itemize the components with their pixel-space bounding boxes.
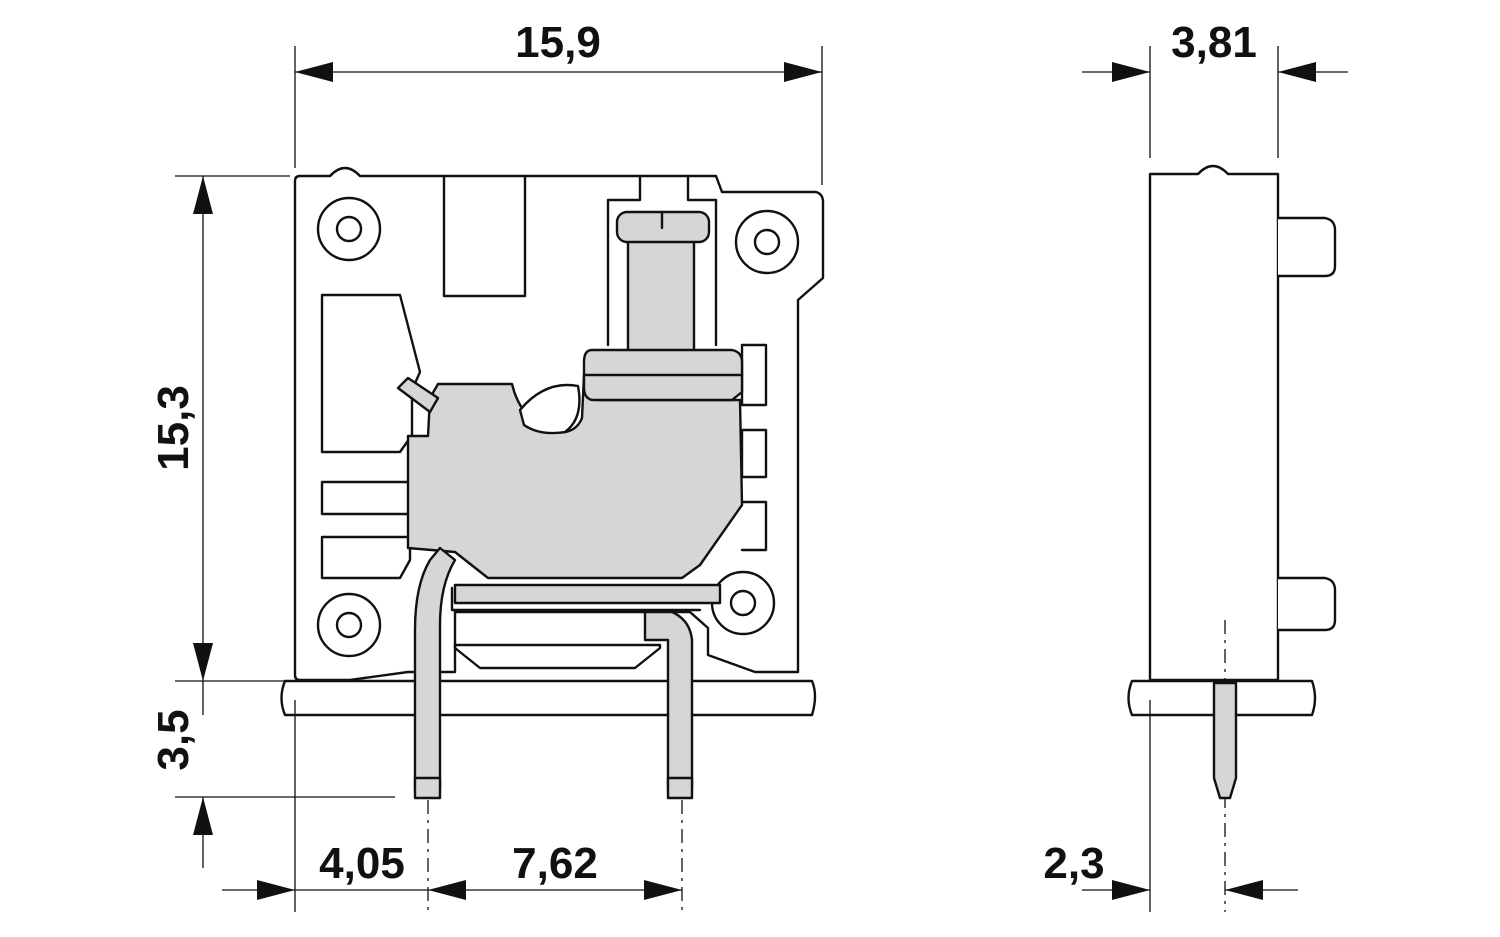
mount-hole-top-right (734, 209, 800, 275)
side-body (1148, 164, 1280, 682)
dim-pin-depth-offset: 2,3 (1043, 839, 1104, 888)
pcb-board-front (280, 679, 817, 717)
lever-tab (396, 376, 440, 414)
side-pin (1212, 681, 1238, 800)
contact-leg-right (643, 610, 694, 792)
dim-pin-length: 3,5 (149, 709, 198, 770)
dim-height-total: 15,3 (149, 385, 198, 471)
dim-width-total: 15,9 (515, 18, 601, 67)
bus-bar (453, 583, 722, 605)
dim-pin-offset: 4,05 (319, 839, 405, 888)
front-dimensions: 15,9 15,3 3,5 4,05 7,62 (149, 18, 823, 912)
pin-tip-right (666, 776, 694, 800)
wire-entry (518, 383, 581, 435)
front-view (280, 166, 825, 912)
mount-hole-top-left (316, 196, 382, 262)
mount-hole-bottom-left (316, 592, 382, 658)
left-slot-2 (320, 535, 412, 580)
side-tab-bottom (1278, 576, 1337, 632)
side-dimensions: 3,81 2,3 (1043, 18, 1348, 912)
side-view (1127, 164, 1337, 912)
contact-leg-left (413, 546, 457, 792)
left-pocket (320, 293, 422, 454)
right-slot-3 (740, 500, 768, 552)
side-tab-top (1278, 216, 1337, 278)
top-slot (442, 174, 527, 298)
pin-tip-left (413, 776, 442, 800)
bottom-spring-slot (453, 643, 662, 670)
dim-depth: 3,81 (1171, 18, 1257, 67)
dim-pitch: 7,62 (512, 839, 598, 888)
bus-bar-detail (450, 586, 702, 612)
screw-channel (606, 174, 718, 347)
pcb-board-side (1127, 679, 1317, 717)
